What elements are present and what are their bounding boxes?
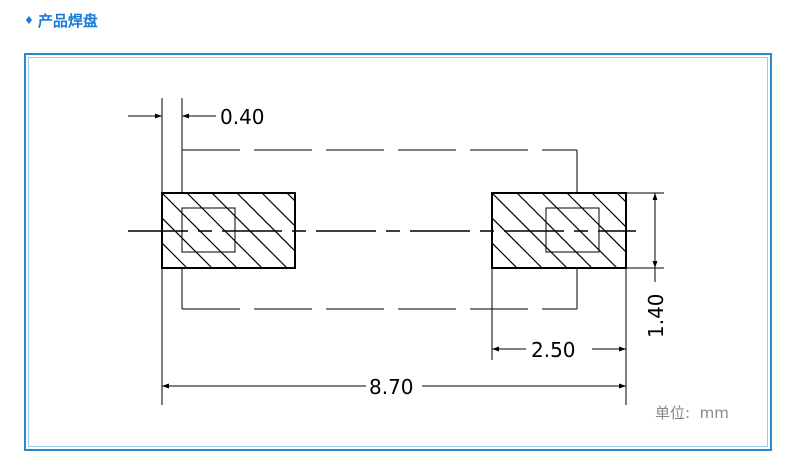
gap-dimension-label: 0.40 [220,105,265,129]
section-heading: ♦ 产品焊盘 [24,10,98,30]
diamond-bullet-icon: ♦ [24,13,34,27]
total-length-dimension [161,268,627,405]
pad-width-dimension-label: 1.40 [644,293,668,338]
pad-length-dimension [491,268,627,360]
unit-label: 单位: mm [655,404,729,422]
frame-inner-border [28,57,768,447]
section-title: 产品焊盘 [37,11,98,30]
pad-width-dimension [626,192,664,282]
pad-length-dimension-label: 2.50 [531,338,576,362]
component-outline [181,149,578,310]
gap-dimension [128,98,216,193]
total-length-dimension-label: 8.70 [369,375,414,399]
diagram-frame [24,53,772,451]
